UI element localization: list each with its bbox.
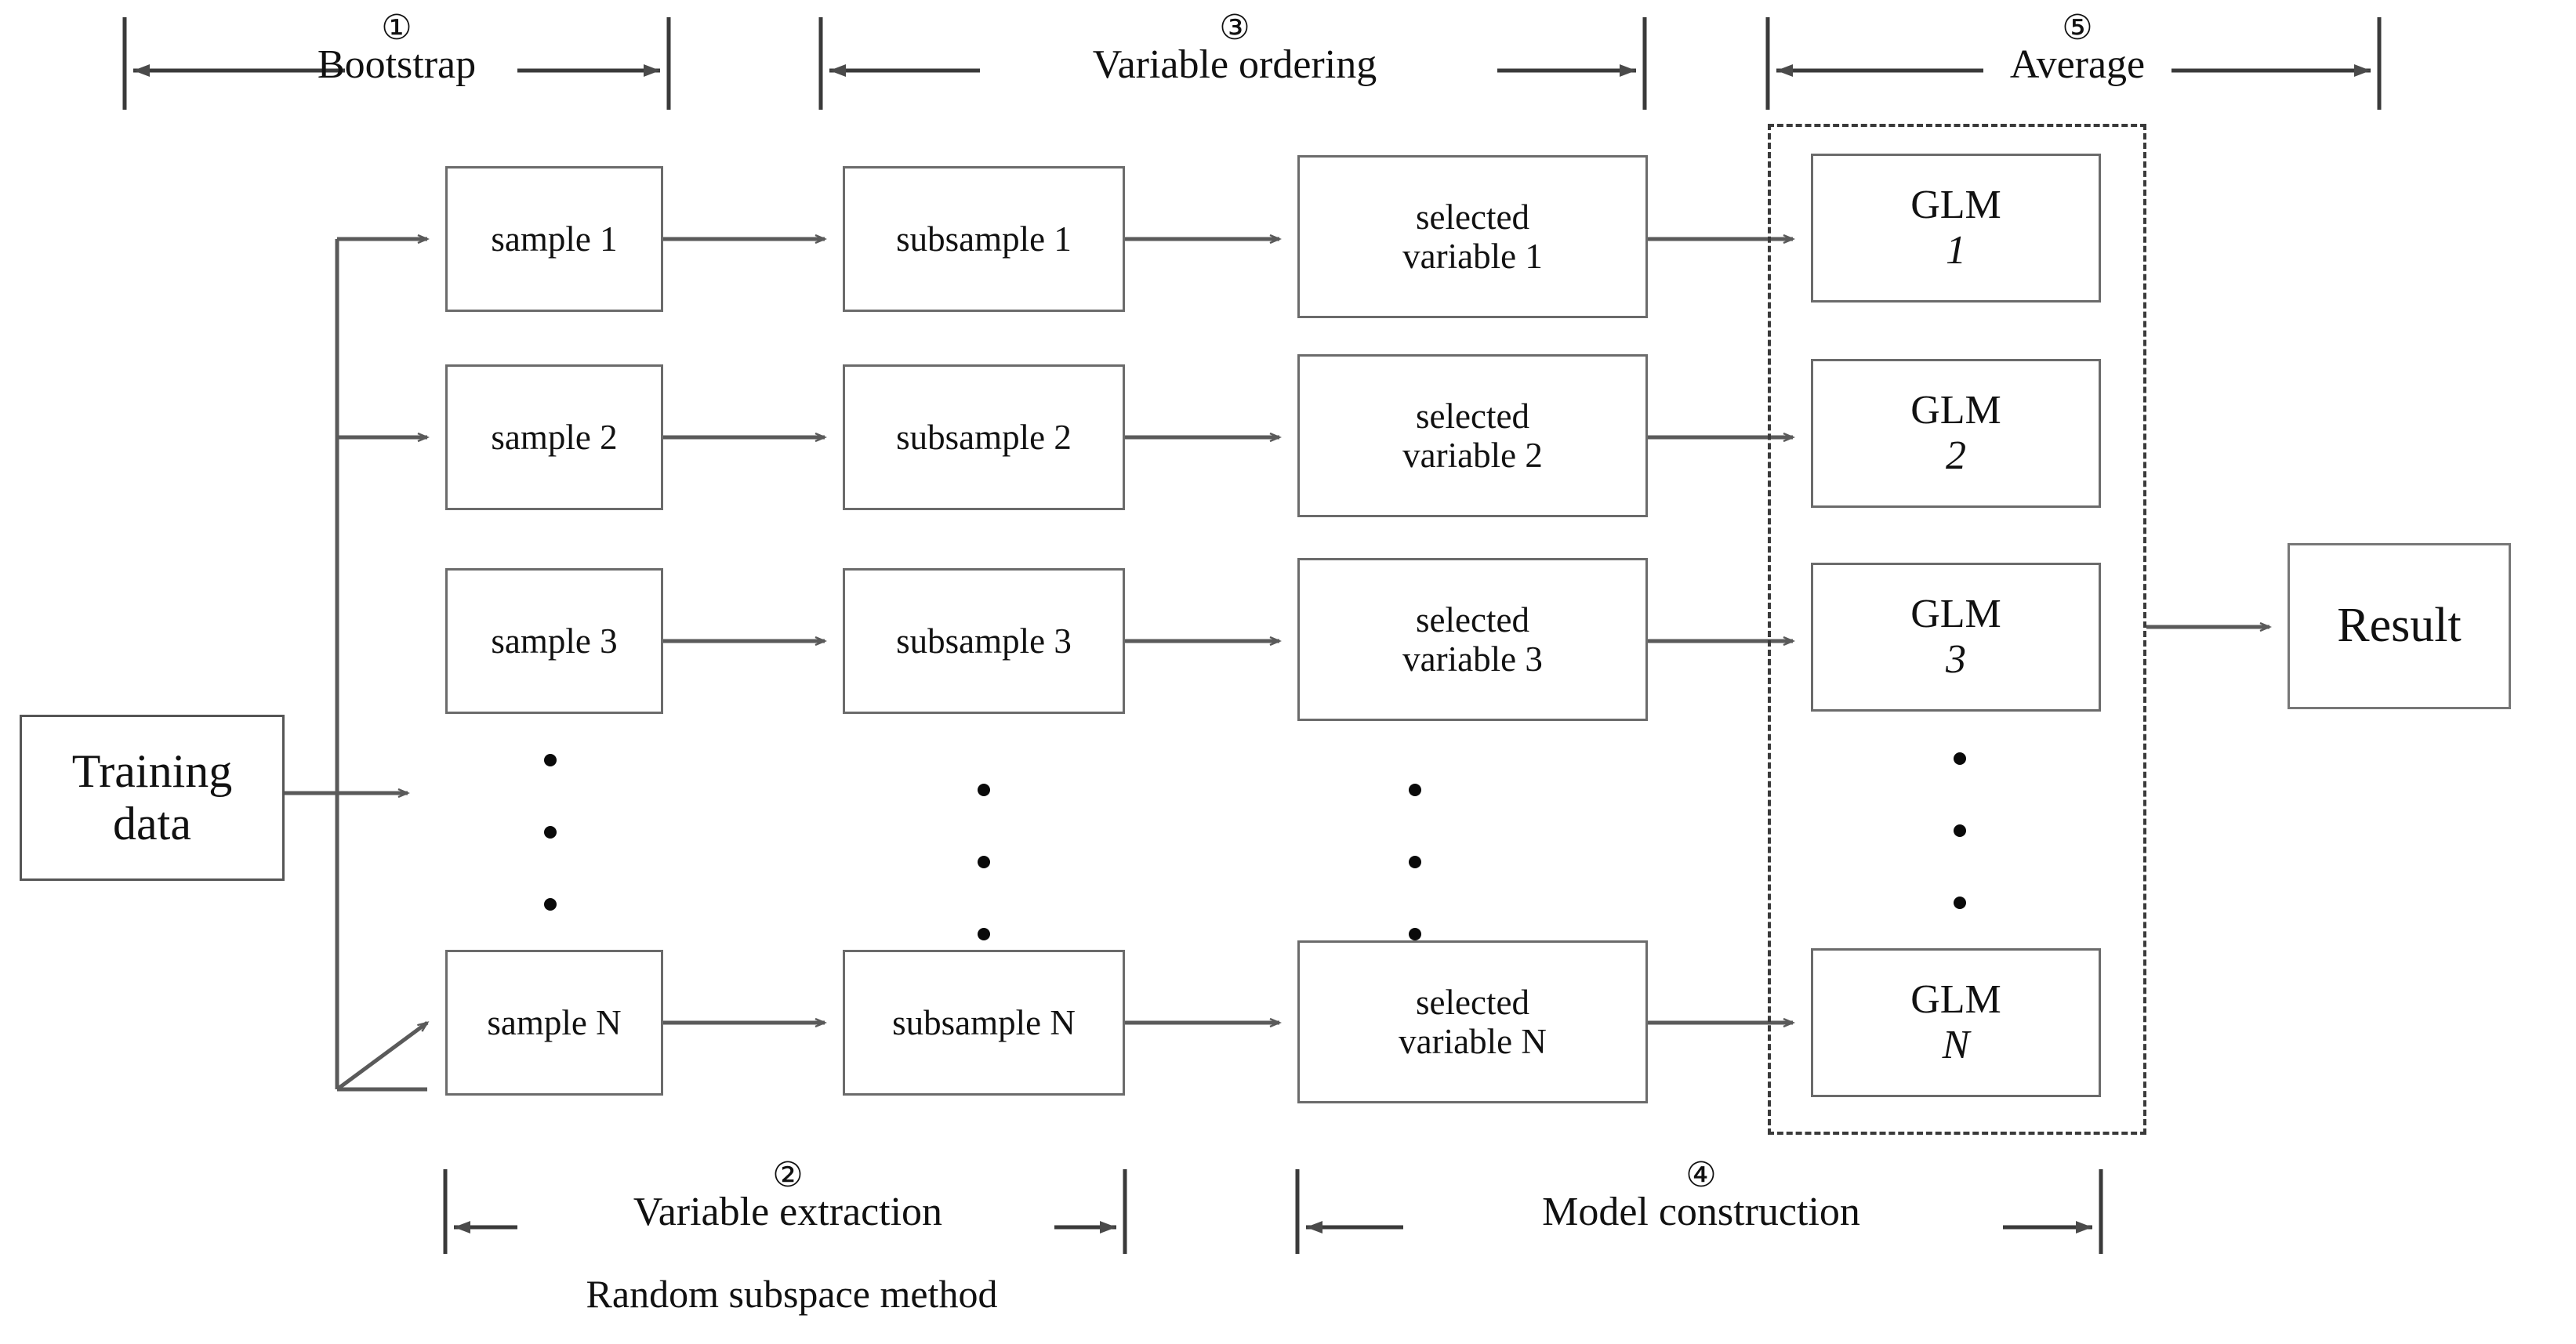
selected-variable-line2-n: variable N bbox=[1399, 1022, 1547, 1061]
ellipsis-dot bbox=[544, 754, 557, 766]
glm-index-1: 1 bbox=[1946, 228, 1966, 273]
subsample-box-n[interactable]: subsample N bbox=[843, 950, 1125, 1096]
selected-variable-line1-1: selected bbox=[1416, 197, 1529, 237]
ellipsis-dot bbox=[1409, 928, 1421, 940]
section-text-2: Variable extraction bbox=[633, 1190, 943, 1234]
section-number-2: ② bbox=[772, 1156, 804, 1194]
selected-variable-box-3[interactable]: selected variable 3 bbox=[1297, 558, 1648, 721]
sample-label-3: sample 3 bbox=[491, 621, 618, 661]
section-number-4: ④ bbox=[1685, 1156, 1717, 1194]
ellipsis-selected-variable-column bbox=[1407, 784, 1423, 940]
section-label-model-construction: ④ Model construction bbox=[1403, 1158, 1999, 1234]
ellipsis-dot bbox=[1409, 856, 1421, 868]
subsample-label-n: subsample N bbox=[892, 1002, 1076, 1042]
sample-label-n: sample N bbox=[487, 1002, 622, 1042]
glm-box-n[interactable]: GLM N bbox=[1811, 948, 2101, 1097]
section-number-3: ③ bbox=[1219, 9, 1250, 47]
glm-box-1[interactable]: GLM 1 bbox=[1811, 154, 2101, 302]
glm-index-2: 2 bbox=[1946, 433, 1966, 478]
subsample-label-2: subsample 2 bbox=[896, 417, 1072, 457]
ellipsis-dot bbox=[978, 928, 990, 940]
ellipsis-dot bbox=[1954, 824, 1966, 837]
glm-prefix-2: GLM bbox=[1910, 387, 2001, 433]
result-label: Result bbox=[2337, 599, 2462, 653]
ellipsis-subsample-column bbox=[976, 784, 992, 940]
selected-variable-line2-3: variable 3 bbox=[1402, 639, 1543, 679]
subsample-label-3: subsample 3 bbox=[896, 621, 1072, 661]
ellipsis-dot bbox=[1954, 752, 1966, 765]
sample-label-2: sample 2 bbox=[491, 417, 618, 457]
selected-variable-box-1[interactable]: selected variable 1 bbox=[1297, 155, 1648, 318]
section-text-5: Average bbox=[2009, 42, 2146, 87]
section-label-bootstrap: ① Bootstrap bbox=[240, 11, 553, 87]
selected-variable-line1-2: selected bbox=[1416, 396, 1529, 436]
selected-variable-line1-n: selected bbox=[1416, 982, 1529, 1022]
sample-box-1[interactable]: sample 1 bbox=[445, 166, 663, 312]
ellipsis-glm-column bbox=[1952, 752, 1968, 909]
selected-variable-line1-3: selected bbox=[1416, 600, 1529, 639]
random-subspace-note-text: Random subspace method bbox=[586, 1272, 998, 1316]
selected-variable-line2-2: variable 2 bbox=[1402, 436, 1543, 475]
random-subspace-note: Random subspace method bbox=[447, 1271, 1137, 1317]
section-number-5: ⑤ bbox=[2062, 9, 2093, 47]
glm-prefix-n: GLM bbox=[1910, 976, 2001, 1022]
ellipsis-dot bbox=[1409, 784, 1421, 796]
sample-box-n[interactable]: sample N bbox=[445, 950, 663, 1096]
average-group-boundary bbox=[1768, 124, 2146, 1135]
sample-box-2[interactable]: sample 2 bbox=[445, 364, 663, 510]
glm-index-3: 3 bbox=[1946, 637, 1966, 682]
section-text-1: Bootstrap bbox=[317, 42, 477, 87]
sample-box-3[interactable]: sample 3 bbox=[445, 568, 663, 714]
glm-box-3[interactable]: GLM 3 bbox=[1811, 563, 2101, 712]
training-data-box[interactable]: Training data bbox=[20, 715, 285, 881]
section-label-variable-extraction: ② Variable extraction bbox=[502, 1158, 1074, 1234]
training-data-line2: data bbox=[113, 798, 191, 850]
selected-variable-box-n[interactable]: selected variable N bbox=[1297, 940, 1648, 1103]
result-box[interactable]: Result bbox=[2288, 543, 2511, 709]
subsample-box-3[interactable]: subsample 3 bbox=[843, 568, 1125, 714]
section-label-variable-ordering: ③ Variable ordering bbox=[925, 11, 1544, 87]
sample-label-1: sample 1 bbox=[491, 219, 618, 259]
section-text-4: Model construction bbox=[1542, 1190, 1860, 1234]
ellipsis-dot bbox=[1954, 897, 1966, 909]
ellipsis-dot bbox=[978, 856, 990, 868]
ellipsis-sample-column bbox=[542, 754, 558, 911]
selected-variable-box-2[interactable]: selected variable 2 bbox=[1297, 354, 1648, 517]
training-data-line1: Training bbox=[71, 744, 233, 797]
subsample-label-1: subsample 1 bbox=[896, 219, 1072, 259]
ellipsis-dot bbox=[544, 826, 557, 839]
subsample-box-2[interactable]: subsample 2 bbox=[843, 364, 1125, 510]
glm-box-2[interactable]: GLM 2 bbox=[1811, 359, 2101, 508]
section-number-1: ① bbox=[381, 9, 412, 47]
selected-variable-line2-1: variable 1 bbox=[1402, 237, 1543, 276]
glm-index-n: N bbox=[1942, 1023, 1970, 1067]
glm-prefix-1: GLM bbox=[1910, 182, 2001, 227]
ellipsis-dot bbox=[978, 784, 990, 796]
section-label-average: ⑤ Average bbox=[1913, 11, 2242, 87]
glm-prefix-3: GLM bbox=[1910, 591, 2001, 636]
ellipsis-dot bbox=[544, 898, 557, 911]
section-text-3: Variable ordering bbox=[1092, 42, 1377, 87]
subsample-box-1[interactable]: subsample 1 bbox=[843, 166, 1125, 312]
